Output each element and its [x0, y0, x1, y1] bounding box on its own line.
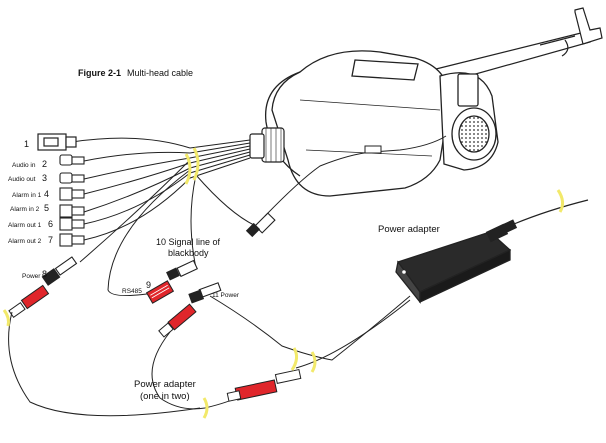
- splitter-label-line1: Power adapter: [134, 379, 196, 390]
- connector-4: [59, 187, 85, 201]
- connector-3: [59, 172, 85, 184]
- red-barrel-mid: [158, 303, 197, 338]
- connector-10-label-line1: 10 Signal line of: [156, 237, 221, 247]
- connector-2-number: 2: [42, 159, 48, 169]
- connector-10-blackbody: [166, 259, 199, 281]
- connector-9-rs485: [145, 280, 175, 304]
- connector-6-label: Alarm out 1: [8, 222, 42, 229]
- connector-5: [59, 204, 85, 218]
- connector-8-label: Power: [22, 273, 41, 280]
- connector-9-number: 9: [146, 280, 152, 290]
- power-wires: [8, 295, 411, 417]
- connector-3-label: Audio out: [8, 176, 36, 183]
- camera-body: [264, 50, 450, 197]
- figure-caption: Figure 2-1 Multi-head cable: [78, 68, 194, 78]
- mains-cable: [513, 199, 589, 225]
- inline-connector: [245, 212, 276, 238]
- connector-10-label-line2: blackbody: [168, 248, 209, 258]
- connector-3-number: 3: [42, 173, 48, 183]
- connector-6-number: 6: [48, 219, 54, 229]
- connector-8-number: 8: [42, 269, 48, 279]
- yellow-bands: [2, 147, 565, 419]
- camera-side-unit: [439, 72, 499, 171]
- connector-7-label: Alarm out 2: [8, 238, 42, 245]
- red-splitter-barrel: [226, 368, 302, 402]
- connector-1-network: [37, 133, 77, 151]
- connector-11-power: [188, 282, 222, 304]
- mount-bracket: [431, 7, 603, 85]
- connector-5-label: Alarm in 2: [10, 206, 40, 213]
- connector-4-number: 4: [44, 189, 50, 199]
- connector-2: [59, 154, 85, 166]
- splitter-label-line2: (one in two): [140, 391, 190, 402]
- power-adapter-brick: [395, 219, 518, 304]
- connector-11-label: 11 Power: [212, 292, 239, 299]
- red-barrel-left: [8, 284, 50, 318]
- connector-9-label: RS485: [122, 288, 142, 295]
- connector-2-label: Audio in: [12, 162, 36, 169]
- figure-number: Figure 2-1: [78, 68, 122, 78]
- connector-8-power: [41, 256, 78, 286]
- connector-5-number: 5: [44, 203, 50, 213]
- fanout-wires: [71, 137, 257, 296]
- connector-7: [59, 233, 85, 247]
- cable-harness: [189, 139, 251, 179]
- camera-aux-cable: [264, 135, 447, 217]
- connector-4-label: Alarm in 1: [12, 192, 42, 199]
- connector-1-number: 1: [24, 139, 30, 149]
- connector-6: [59, 217, 85, 231]
- cable-gland: [249, 127, 285, 163]
- connector-7-number: 7: [48, 235, 54, 245]
- power-adapter-label: Power adapter: [378, 224, 440, 235]
- figure-title: Multi-head cable: [127, 68, 194, 78]
